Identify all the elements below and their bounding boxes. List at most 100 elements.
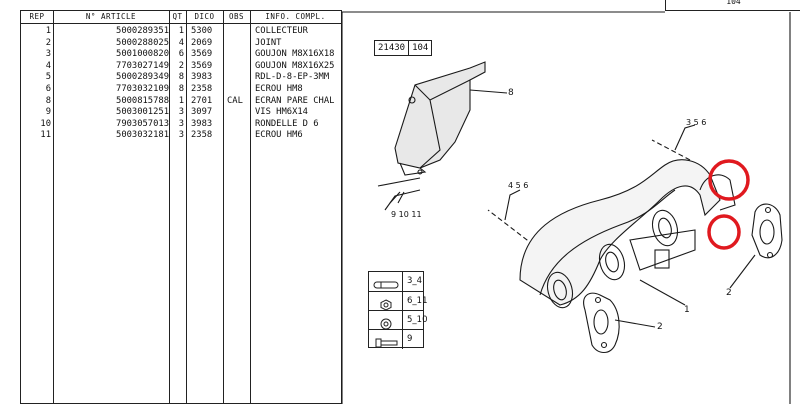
article-cell: 5000289351 — [116, 26, 169, 36]
page-corner: 104 — [665, 0, 800, 11]
callout-1: 1 — [684, 305, 690, 315]
fastener-legend: 3_4 6_11 5_10 9 — [368, 271, 427, 349]
table-row: 6 7703032109 8 2358 ECROU HM8 — [21, 84, 341, 96]
legend-row: 3_4 — [369, 272, 423, 291]
qt-cell: 1 — [178, 26, 184, 36]
table-row: 5 5000289349 8 3983 RDL-D-8-EP-3MM — [21, 72, 341, 84]
table-row: 4 7703027149 2 3569 GOUJON M8X16X25 — [21, 61, 341, 73]
info-cell: COLLECTEUR — [255, 26, 308, 36]
rep-cell: 3 — [45, 49, 51, 60]
leader-4-5-6 — [504, 189, 521, 221]
highlight-marks — [707, 159, 750, 250]
parts-table: REP N° ARTICLE QT DICO OBS INFO. COMPL. … — [20, 10, 342, 404]
table-row: 10 7903057013 3 3983 RONDELLE D 6 — [21, 119, 341, 131]
qt-cell: 6 — [178, 49, 184, 60]
ref-page: 104 — [408, 41, 431, 55]
header-dico: DICO — [194, 12, 215, 21]
qt-cell: 4 — [178, 37, 184, 48]
article-cell: 5003001251 — [116, 107, 169, 118]
qt-cell: 3 — [178, 107, 184, 118]
qt-cell: 2 — [178, 60, 184, 71]
dico-cell: 2358 — [191, 130, 213, 141]
header-info: INFO. COMPL. — [265, 12, 326, 21]
rep-cell: 2 — [45, 37, 51, 48]
highlight-circle-lower — [707, 214, 741, 250]
stud-axis-right — [651, 139, 691, 161]
info-cell: GOUJON M8X16X18 — [255, 49, 335, 60]
nut-icon — [373, 296, 399, 311]
corner-page-number: 104 — [726, 0, 741, 6]
obs-cell: CAL — [227, 95, 243, 106]
rep-cell: 6 — [45, 84, 51, 94]
header-qt: QT — [172, 12, 183, 21]
header-article: N° ARTICLE — [85, 12, 137, 21]
ref-code: 21430 — [378, 43, 406, 53]
article-cell: 5001000820 — [116, 49, 169, 60]
dico-cell: 3983 — [191, 118, 213, 129]
rep-cell: 10 — [40, 118, 51, 129]
article-cell: 7903057013 — [116, 118, 169, 129]
heat-shield — [394, 61, 508, 176]
dico-cell: 3097 — [191, 107, 213, 118]
info-cell: RONDELLE D 6 — [255, 118, 319, 129]
callout-3-5-6: 3 5 6 — [686, 118, 707, 127]
table-row: 3 5001000820 6 3569 GOUJON M8X16X18 — [21, 49, 341, 61]
article-cell: 7703027149 — [116, 60, 169, 71]
table-row: 2 5000288025 4 2069 JOINT — [21, 38, 341, 50]
dico-cell: 2358 — [191, 84, 213, 94]
qt-cell: 1 — [178, 95, 184, 106]
exhaust-manifold — [519, 159, 736, 309]
info-cell: ECROU HM6 — [255, 130, 303, 141]
rep-cell: 4 — [45, 60, 51, 71]
callout-4-5-6: 4 5 6 — [508, 181, 529, 190]
callout-2-front: 2 — [657, 322, 663, 332]
legend-label: 3_4 — [407, 276, 423, 286]
stud-icon — [373, 276, 399, 289]
callout-2-rear: 2 — [726, 288, 732, 298]
leader-3-5-6 — [674, 124, 696, 151]
article-cell: 5000815788 — [116, 95, 169, 106]
highlight-circle-upper — [708, 159, 750, 201]
dico-cell: 3569 — [191, 60, 213, 71]
legend-row: 5_10 — [369, 310, 427, 330]
legend-label: 5_10 — [407, 315, 428, 325]
dico-cell: 3983 — [191, 72, 213, 83]
gasket-front — [583, 292, 656, 354]
legend-label: 9 — [407, 334, 413, 344]
dico-cell: 2701 — [191, 95, 213, 106]
info-cell: ECROU HM8 — [255, 84, 303, 94]
info-cell: GOUJON M8X16X25 — [255, 60, 335, 71]
qt-cell: 8 — [178, 84, 184, 94]
article-cell: 5000289349 — [116, 72, 169, 83]
article-cell: 5003032181 — [116, 130, 169, 141]
info-cell: RDL-D-8-EP-3MM — [255, 72, 330, 83]
callout-8: 8 — [508, 88, 514, 98]
rep-cell: 5 — [45, 72, 51, 83]
header-rep: REP — [29, 12, 45, 21]
gasket-rear — [729, 203, 783, 289]
info-cell: ECRAN PARE CHAL — [255, 95, 335, 106]
legend-label: 6_11 — [407, 296, 428, 306]
legend-row: 6_11 — [369, 291, 427, 311]
qt-cell: 8 — [178, 72, 184, 83]
reference-box: 21430 104 — [374, 40, 433, 56]
table-row: 1 5000289351 1 5300 COLLECTEUR — [21, 26, 341, 38]
legend-row: 9 — [369, 329, 423, 349]
dico-cell: 5300 — [191, 26, 213, 36]
article-cell: 7703032109 — [116, 84, 169, 94]
washer-icon — [373, 315, 399, 330]
article-cell: 5000288025 — [116, 37, 169, 48]
rep-cell: 9 — [45, 107, 51, 118]
qt-cell: 3 — [178, 130, 184, 141]
info-cell: JOINT — [255, 37, 282, 48]
callout-9-10-11: 9 10 11 — [391, 210, 422, 219]
dico-cell: 3569 — [191, 49, 213, 60]
qt-cell: 3 — [178, 118, 184, 129]
rep-cell: 1 — [45, 26, 51, 36]
header-obs: OBS — [228, 12, 245, 21]
dico-cell: 2069 — [191, 37, 213, 48]
